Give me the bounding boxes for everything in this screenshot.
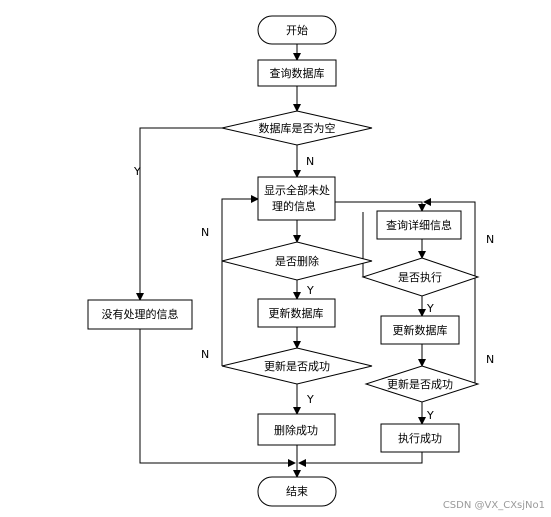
label-update-right-yes: Y <box>426 409 434 422</box>
update-ok-right-label: 更新是否成功 <box>387 377 453 391</box>
label-empty-no: N <box>306 155 314 168</box>
update-ok-right-decision: 更新是否成功 <box>364 365 480 403</box>
db-empty-label: 数据库是否为空 <box>259 121 336 135</box>
query-db-node: 查询数据库 <box>257 59 337 87</box>
label-execute-no: N <box>486 233 494 246</box>
no-info-label: 没有处理的信息 <box>102 307 179 321</box>
db-empty-decision: 数据库是否为空 <box>221 110 373 146</box>
edge-noinfo-end <box>139 329 296 467</box>
update-db-right-label: 更新数据库 <box>393 323 448 337</box>
show-unprocessed-node: 显示全部未处 理的信息 <box>257 176 336 221</box>
label-update-left-yes: Y <box>306 393 314 406</box>
update-ok-left-decision: 更新是否成功 <box>221 347 373 385</box>
edge-show-detail <box>335 201 426 212</box>
execute-decision-label: 是否执行 <box>398 270 442 284</box>
label-update-left-no: N <box>201 348 209 361</box>
end-label: 结束 <box>286 485 308 498</box>
start-node: 开始 <box>257 15 337 45</box>
update-db-left-node: 更新数据库 <box>257 298 336 328</box>
label-delete-no: N <box>201 226 209 239</box>
query-detail-node: 查询详细信息 <box>376 210 462 240</box>
query-detail-label: 查询详细信息 <box>386 218 452 232</box>
label-delete-yes: Y <box>306 284 314 297</box>
update-ok-left-label: 更新是否成功 <box>264 359 330 373</box>
execute-ok-node: 执行成功 <box>380 423 460 453</box>
update-db-right-node: 更新数据库 <box>380 315 460 345</box>
delete-ok-node: 删除成功 <box>257 413 336 446</box>
delete-ok-label: 删除成功 <box>274 423 318 437</box>
edge-execute-ok-end <box>298 452 423 467</box>
label-update-right-no: N <box>486 353 494 366</box>
no-info-node: 没有处理的信息 <box>87 299 193 330</box>
label-empty-yes: Y <box>133 165 141 178</box>
connectors <box>136 44 476 478</box>
execute-ok-label: 执行成功 <box>398 431 442 445</box>
delete-decision-label: 是否删除 <box>275 254 319 268</box>
edge-empty-yes <box>136 127 222 301</box>
show-unprocessed-label-2: 理的信息 <box>272 199 316 213</box>
delete-decision: 是否删除 <box>221 241 373 281</box>
query-db-label: 查询数据库 <box>270 66 325 80</box>
update-db-left-label: 更新数据库 <box>269 306 324 320</box>
end-node: 结束 <box>257 476 337 507</box>
edge-update-right-no <box>423 198 476 384</box>
start-label: 开始 <box>286 23 308 37</box>
watermark: CSDN @VX_CXsjNo1 <box>442 500 545 511</box>
edge-delete-no <box>221 195 259 261</box>
edge-labels: Y N Y N Y N Y N Y N <box>133 155 494 422</box>
show-unprocessed-label-1: 显示全部未处 <box>264 183 330 197</box>
execute-decision: 是否执行 <box>361 257 480 297</box>
label-execute-yes: Y <box>426 302 434 315</box>
